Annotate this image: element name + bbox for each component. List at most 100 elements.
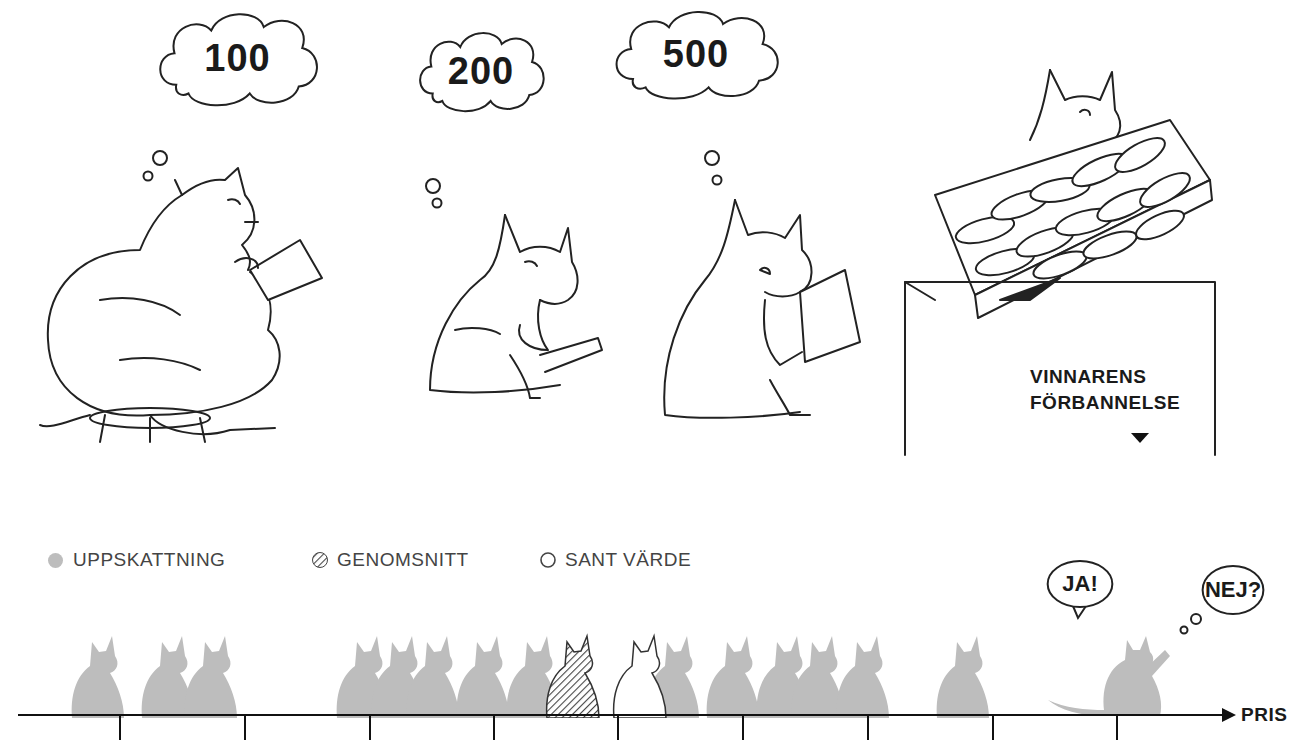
illustration-part xyxy=(1050,70,1120,145)
illustration-part xyxy=(905,282,935,300)
illustration-part xyxy=(1104,636,1170,716)
illustration-part xyxy=(457,636,509,718)
illustration-part xyxy=(1191,614,1201,624)
pointer-triangle xyxy=(1131,433,1149,443)
illustration-part xyxy=(407,636,459,718)
illustration-part xyxy=(313,553,328,568)
speech-text: JA! xyxy=(1062,571,1097,597)
illustration-part xyxy=(150,415,275,434)
legend-item: SANT VÄRDE xyxy=(540,549,691,571)
illustration-part xyxy=(1222,708,1236,722)
bubble-shape xyxy=(1048,561,1113,607)
illustration-part xyxy=(244,715,246,740)
illustration-part xyxy=(455,328,500,334)
illustration-part xyxy=(1135,166,1194,213)
illustration-part xyxy=(614,636,666,718)
cat-drawing xyxy=(430,215,602,398)
illustration-part xyxy=(120,358,200,370)
legend-swatch xyxy=(48,553,63,568)
illustration-part xyxy=(1048,700,1105,716)
average-cat xyxy=(547,636,599,718)
illustration-part xyxy=(250,240,322,300)
illustration-part xyxy=(228,199,240,204)
illustration-part xyxy=(153,151,167,165)
illustration-part xyxy=(1110,131,1169,178)
illustration-part xyxy=(905,282,1215,455)
illustration-part xyxy=(525,261,537,266)
illustration-part xyxy=(40,415,90,426)
illustration-part xyxy=(505,215,578,304)
illustration-part xyxy=(764,300,802,365)
cat-drawing xyxy=(40,168,322,442)
cat-drawing xyxy=(664,200,860,418)
illustration-part xyxy=(547,636,599,718)
estimate-cats xyxy=(72,636,1170,718)
illustration-part xyxy=(1080,110,1090,115)
illustration-part xyxy=(185,636,237,718)
fish-stall xyxy=(905,70,1215,455)
illustration-part xyxy=(953,131,1195,283)
speech-bubble: JA! xyxy=(1047,560,1113,608)
price-axis xyxy=(18,708,1236,740)
illustration-part xyxy=(175,168,254,270)
illustration-part xyxy=(1132,205,1188,245)
illustration-part xyxy=(245,221,258,223)
speech-text: NEJ? xyxy=(1205,577,1261,603)
bubble-shape xyxy=(617,12,778,99)
illustration-part xyxy=(792,636,844,718)
thought-bubble: 200 xyxy=(412,26,550,116)
illustration-part xyxy=(867,715,869,740)
illustration-part xyxy=(541,553,555,567)
illustration-part xyxy=(48,195,280,416)
illustration-part xyxy=(800,270,860,362)
illustration-part xyxy=(18,714,1222,716)
illustration-part xyxy=(1116,715,1118,740)
illustration-part xyxy=(1080,226,1139,264)
illustration-part xyxy=(426,179,440,193)
thought-bubble: 500 xyxy=(606,4,786,104)
illustration-part xyxy=(735,200,812,297)
illustration-part xyxy=(742,715,744,740)
callout-text: VINNARENS FÖRBANNELSE xyxy=(1030,364,1200,416)
bubble-tail xyxy=(1073,606,1201,634)
bid-number: 500 xyxy=(663,33,729,76)
axis-label: PRIS xyxy=(1241,704,1294,726)
legend-item: GENOMSNITT xyxy=(312,549,469,571)
bubble-shape xyxy=(1203,566,1264,614)
illustration-part xyxy=(770,380,810,415)
bid-number: 100 xyxy=(204,37,270,80)
thought-trail xyxy=(144,151,722,208)
illustration-part xyxy=(937,636,989,718)
illustration-part xyxy=(144,172,153,181)
illustration-part xyxy=(100,298,180,315)
illustration-part xyxy=(493,715,495,740)
bid-number: 200 xyxy=(448,50,514,93)
thought-bubble: 100 xyxy=(150,6,325,111)
illustration-part xyxy=(235,258,258,268)
true-value-cat xyxy=(614,636,666,718)
legend-text: GENOMSNITT xyxy=(337,549,469,571)
illustration-part xyxy=(430,215,560,392)
illustration-part xyxy=(519,300,548,350)
legend-text: SANT VÄRDE xyxy=(565,549,691,571)
illustration-part xyxy=(707,636,759,718)
illustration-part xyxy=(617,715,619,740)
illustration-part xyxy=(510,355,540,398)
illustration-part xyxy=(760,268,770,274)
illustration-part xyxy=(705,151,719,165)
illustration-part xyxy=(1030,70,1050,140)
legend-item: UPPSKATTNING xyxy=(48,549,225,571)
bubble-shape xyxy=(160,14,317,105)
illustration-part xyxy=(72,636,124,718)
legend-text: UPPSKATTNING xyxy=(73,549,225,571)
illustration-part xyxy=(1181,627,1188,634)
illustration-part xyxy=(119,715,121,740)
speech-bubble: NEJ? xyxy=(1202,565,1264,615)
illustration-part xyxy=(837,636,889,718)
illustration-part xyxy=(369,715,371,740)
illustration-part xyxy=(992,715,994,740)
illustration-part xyxy=(664,200,800,418)
illustration-part xyxy=(433,199,442,208)
bubble-shape xyxy=(420,33,544,111)
